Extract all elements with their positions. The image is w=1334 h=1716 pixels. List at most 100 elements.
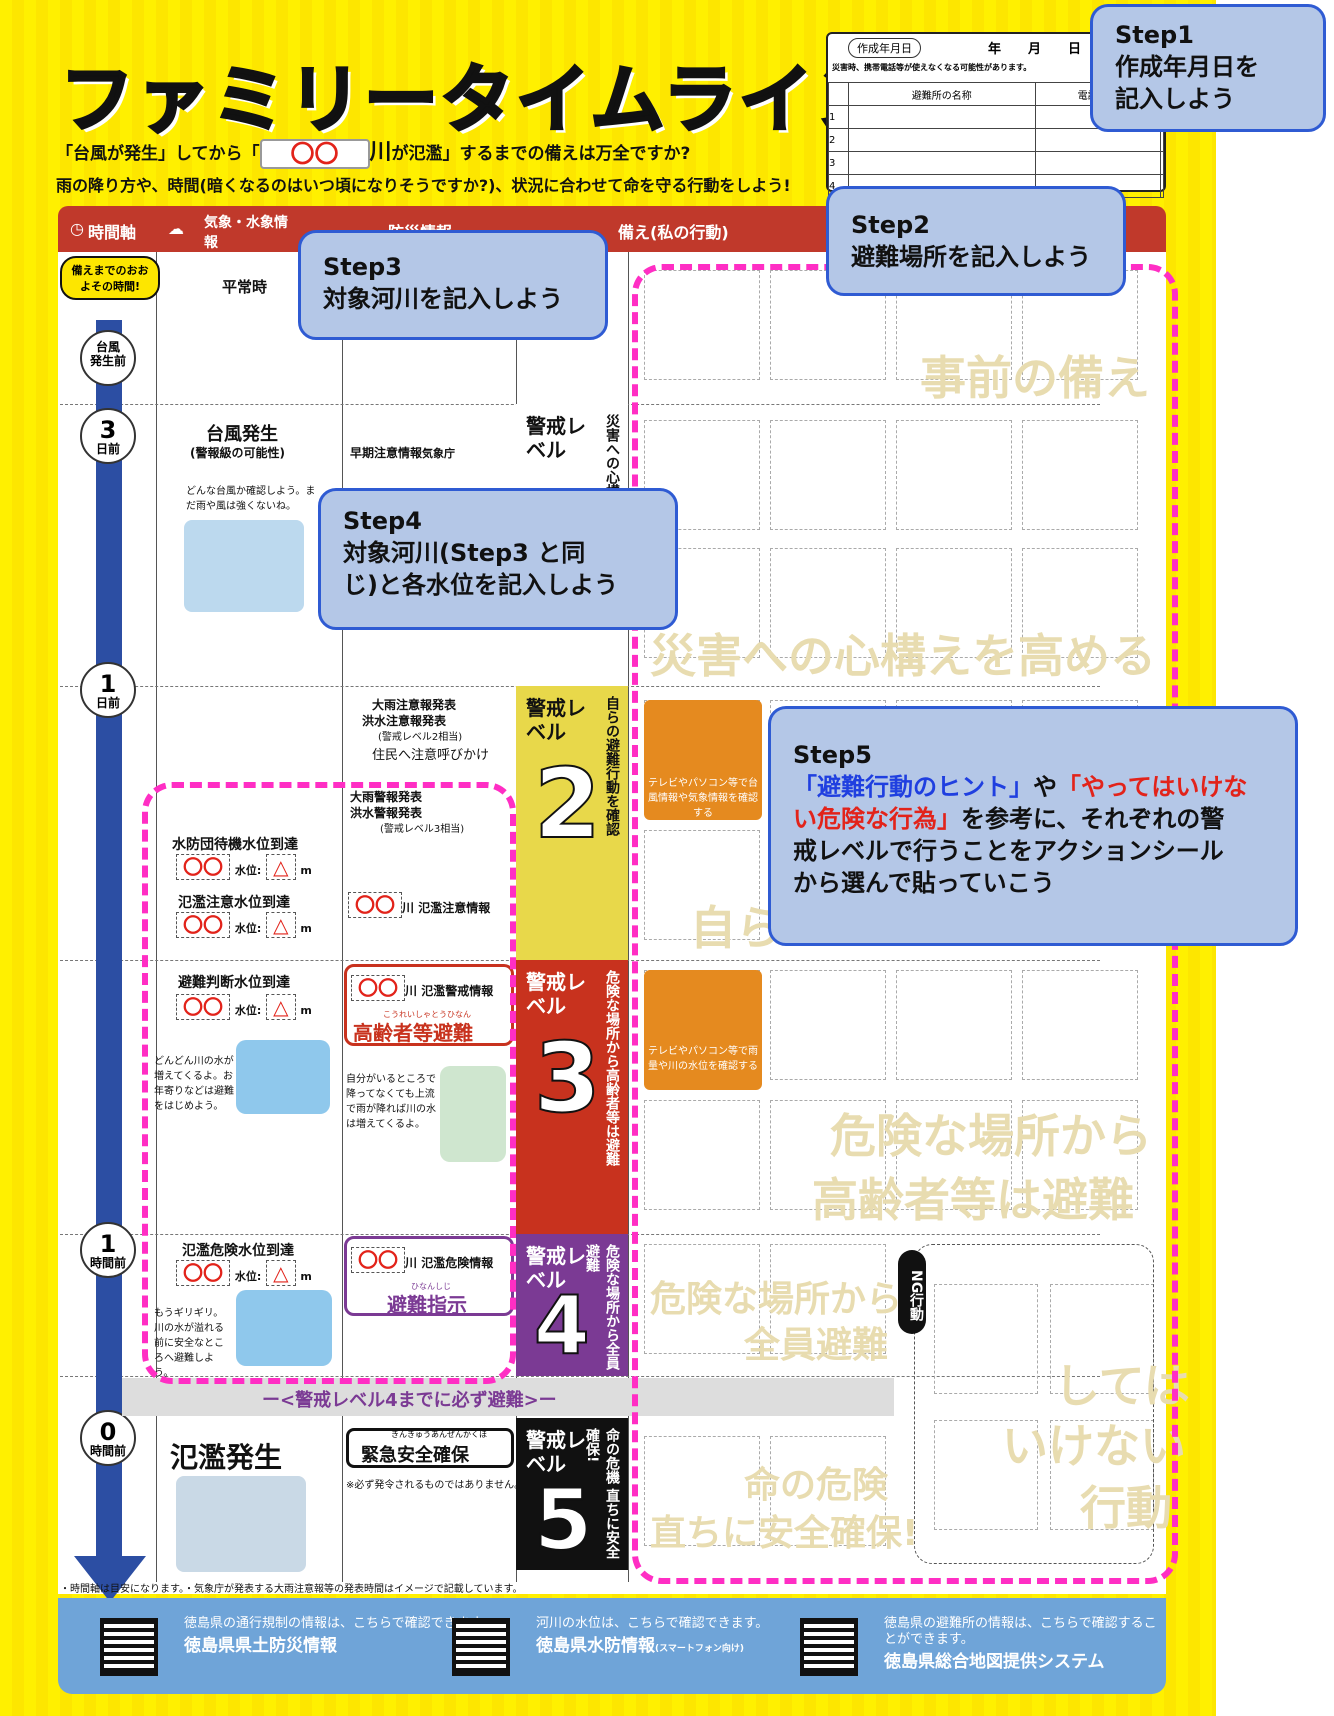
footer-item: 河川の水位は、こちらで確認できます。徳島県水防情報(スマートフォン向け) xyxy=(536,1616,769,1656)
must-evacuate-bar xyxy=(122,1378,894,1416)
header-time: 時間軸 xyxy=(88,223,137,242)
water-level-row: 〇〇 水位: △ m xyxy=(176,1260,312,1286)
river-field[interactable]: 〇〇 xyxy=(176,854,230,880)
flood-city-image xyxy=(176,1476,306,1572)
time-marker: 台風発生前 xyxy=(80,330,136,386)
note-rise: どんどん川の水が増えてくるよ。お年寄りなどは避難をはじめよう。 xyxy=(154,1056,234,1112)
header-weather: 気象・水象情報 xyxy=(204,215,288,251)
resident-alert: 住民へ注意呼びかけ xyxy=(372,748,490,763)
early-info: 早期注意情報気象庁 xyxy=(350,446,456,460)
shelter-name-input[interactable] xyxy=(848,151,1036,175)
faint-life1: 命の危険 xyxy=(744,1465,889,1506)
elderly-evac-label: 高齢者等避難 xyxy=(353,1021,473,1045)
sticker-slot[interactable] xyxy=(644,270,760,380)
evac-order-label: 避難指示 xyxy=(387,1293,467,1317)
sticker-slot[interactable] xyxy=(644,830,760,940)
sticker-slot[interactable] xyxy=(1022,1100,1138,1210)
sticker-slot[interactable] xyxy=(896,420,1012,530)
level-3-column: 警戒レベル 3 危険な場所から高齢者等は避難 xyxy=(516,960,628,1234)
sticker-slot[interactable] xyxy=(770,420,886,530)
date-year[interactable]: 年 xyxy=(988,42,1002,57)
qr-code[interactable] xyxy=(800,1618,858,1676)
sticker-slot[interactable] xyxy=(896,548,1012,658)
sticker-slot[interactable] xyxy=(644,1244,760,1354)
time-axis-arrow xyxy=(96,320,122,1570)
qr-code[interactable] xyxy=(100,1618,158,1676)
faint-heart: 災害への心構えを高める xyxy=(650,629,1156,683)
footer-item: 徳島県の通行規制の情報は、こちらで確認できます。徳島県県土防災情報 xyxy=(184,1616,495,1656)
sticker-slot[interactable] xyxy=(896,1100,1012,1210)
faint-self: 自ら xyxy=(690,901,782,955)
divider xyxy=(342,252,343,1582)
normal-time: 平常時 xyxy=(222,278,268,296)
faint-pre: 事前の備え xyxy=(920,351,1150,405)
flood-river-image xyxy=(236,1040,330,1114)
lead-line-2: 雨の降り方や、時間(暗くなるのはいつ頃になりそうですか?)、状況に合わせて命を守… xyxy=(56,176,791,195)
sticker-tv[interactable]: テレビやパソコン等で台風情報や気象情報を確認する xyxy=(644,700,762,820)
sticker-pc[interactable]: テレビやパソコン等で雨量や川の水位を確認する xyxy=(644,970,762,1090)
river-field[interactable]: 〇〇 xyxy=(176,994,230,1020)
tel-input[interactable] xyxy=(1034,151,1161,175)
river-field[interactable]: 〇〇 xyxy=(351,975,405,1001)
river-field[interactable]: 〇〇 xyxy=(351,1247,405,1273)
qr-code[interactable] xyxy=(452,1618,510,1676)
level-field[interactable]: △ xyxy=(266,912,296,938)
level-2-column: 警戒レベル 2 自らの避難行動を確認 xyxy=(516,686,628,960)
faint-elder2: 高齢者等は避難 xyxy=(812,1173,1134,1227)
ng-box xyxy=(914,1244,1154,1564)
river-field[interactable]: 〇〇 xyxy=(348,892,402,918)
lead-kawa: 川 xyxy=(369,140,392,165)
sticker-slot[interactable] xyxy=(770,548,886,658)
faint-life2: 直ちに安全確保! xyxy=(650,1513,919,1554)
sticker-slot[interactable] xyxy=(770,970,886,1080)
sticker-slot[interactable] xyxy=(644,1100,760,1210)
lead-text-c: が氾濫」するまでの備えは万全ですか? xyxy=(391,144,691,164)
sticker-slot[interactable] xyxy=(770,1436,886,1546)
sticker-slot[interactable] xyxy=(770,1100,886,1210)
date-label: 作成年月日 xyxy=(848,38,921,58)
divider xyxy=(628,252,629,1582)
river-caution-info: 〇〇川 氾濫注意情報 xyxy=(348,892,490,918)
row-divider xyxy=(60,1376,1100,1377)
sticker-slot[interactable] xyxy=(1022,970,1138,1080)
faint-ng1: しては xyxy=(1054,1359,1190,1413)
footer: 徳島県の通行規制の情報は、こちらで確認できます。徳島県県土防災情報 河川の水位は… xyxy=(58,1598,1166,1694)
footer-item: 徳島県の避難所の情報は、こちらで確認することができます。徳島県総合地図提供システ… xyxy=(884,1616,1157,1672)
typhoon-sub: (警報級の可能性) xyxy=(190,446,285,460)
sticker-slot[interactable] xyxy=(896,970,1012,1080)
shelter-name-input[interactable] xyxy=(848,128,1036,152)
typhoon-note: どんな台風か確認しよう。まだ雨や風は強くないね。 xyxy=(186,486,316,512)
sticker-slot[interactable] xyxy=(770,1244,886,1354)
date-month[interactable]: 月 xyxy=(1028,42,1042,57)
heavy-rain-warning: 大雨警報発表 xyxy=(350,790,423,804)
sticker-slot[interactable] xyxy=(1022,548,1138,658)
sticker-slot[interactable] xyxy=(1022,420,1138,530)
ng-sticker-slot[interactable] xyxy=(934,1420,1038,1530)
typhoon-title: 台風発生 xyxy=(206,424,278,445)
note-upstream: 自分がいるところで降ってなくても上流で雨が降れば川の水は増えてくるよ。 xyxy=(346,1074,436,1130)
river-name-field[interactable]: 〇〇 xyxy=(259,139,370,169)
axis-note: ・時間軸は目安になります。・気象庁が発表する大雨注意報等の発表時間はイメージで記… xyxy=(60,1584,523,1595)
rain-river-image xyxy=(440,1066,506,1162)
sticker-slot[interactable] xyxy=(644,420,760,530)
level-field[interactable]: △ xyxy=(266,854,296,880)
row-num: 3 xyxy=(828,151,849,175)
shelter-name-input[interactable] xyxy=(848,105,1036,129)
level-field[interactable]: △ xyxy=(266,1260,296,1286)
must-evacuate: ー<警戒レベル4までに必ず避難>ー xyxy=(262,1390,557,1411)
date-day[interactable]: 日 xyxy=(1068,42,1082,57)
flood-warning: 洪水警報発表 xyxy=(350,806,423,820)
sticker-slot[interactable] xyxy=(644,1436,760,1546)
river-field[interactable]: 〇〇 xyxy=(176,1260,230,1286)
water-level-row: 〇〇 水位: △ m xyxy=(176,994,312,1020)
river-field[interactable]: 〇〇 xyxy=(176,912,230,938)
level-field[interactable]: △ xyxy=(266,994,296,1020)
row-num: 1 xyxy=(828,105,849,129)
ng-sticker-slot[interactable] xyxy=(934,1284,1038,1394)
flood-occur: 氾濫発生 xyxy=(170,1441,283,1474)
